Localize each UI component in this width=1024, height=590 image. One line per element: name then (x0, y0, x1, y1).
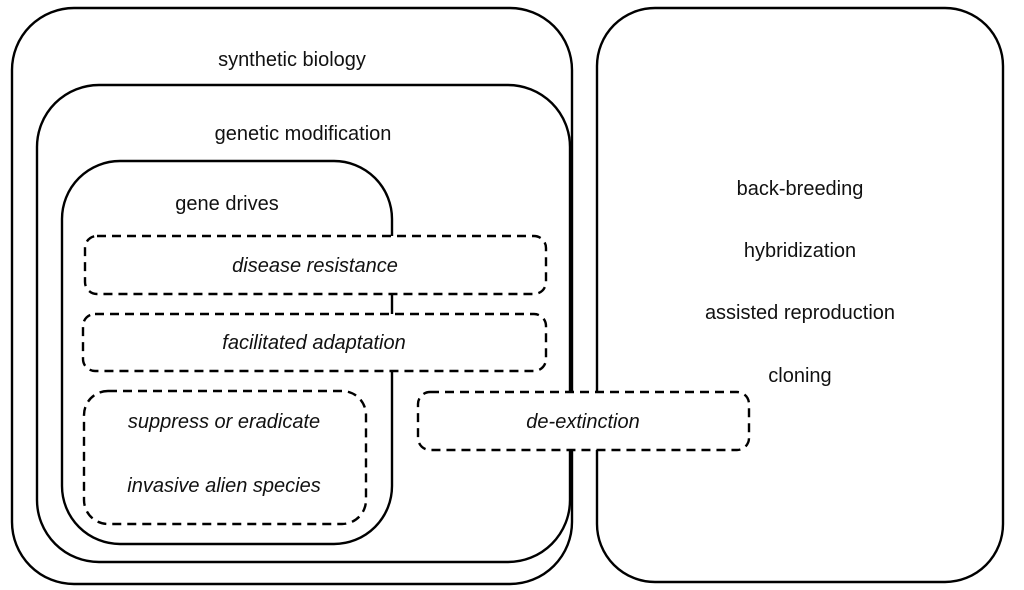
invasive-species-line1: suppress or eradicate (128, 411, 320, 433)
de-extinction-box (416, 390, 751, 452)
disease-resistance-label: disease resistance (232, 255, 398, 277)
other-techniques-box (595, 6, 1005, 584)
back-breeding-label: back-breeding (737, 178, 864, 200)
de-extinction-label: de-extinction (526, 411, 639, 433)
invasive-species-line2: invasive alien species (127, 475, 320, 497)
assisted-reproduction-label: assisted reproduction (705, 302, 895, 324)
facilitated-adaptation-label: facilitated adaptation (222, 332, 405, 354)
hybridization-label: hybridization (744, 240, 856, 262)
genetic-modification-label: genetic modification (215, 123, 392, 145)
invasive-species-box (82, 389, 368, 526)
cloning-label: cloning (768, 365, 831, 387)
gene-drives-label: gene drives (175, 193, 278, 215)
synthetic-biology-label: synthetic biology (218, 49, 366, 71)
facilitated-adaptation-box (81, 312, 548, 373)
disease-resistance-box (83, 234, 548, 296)
